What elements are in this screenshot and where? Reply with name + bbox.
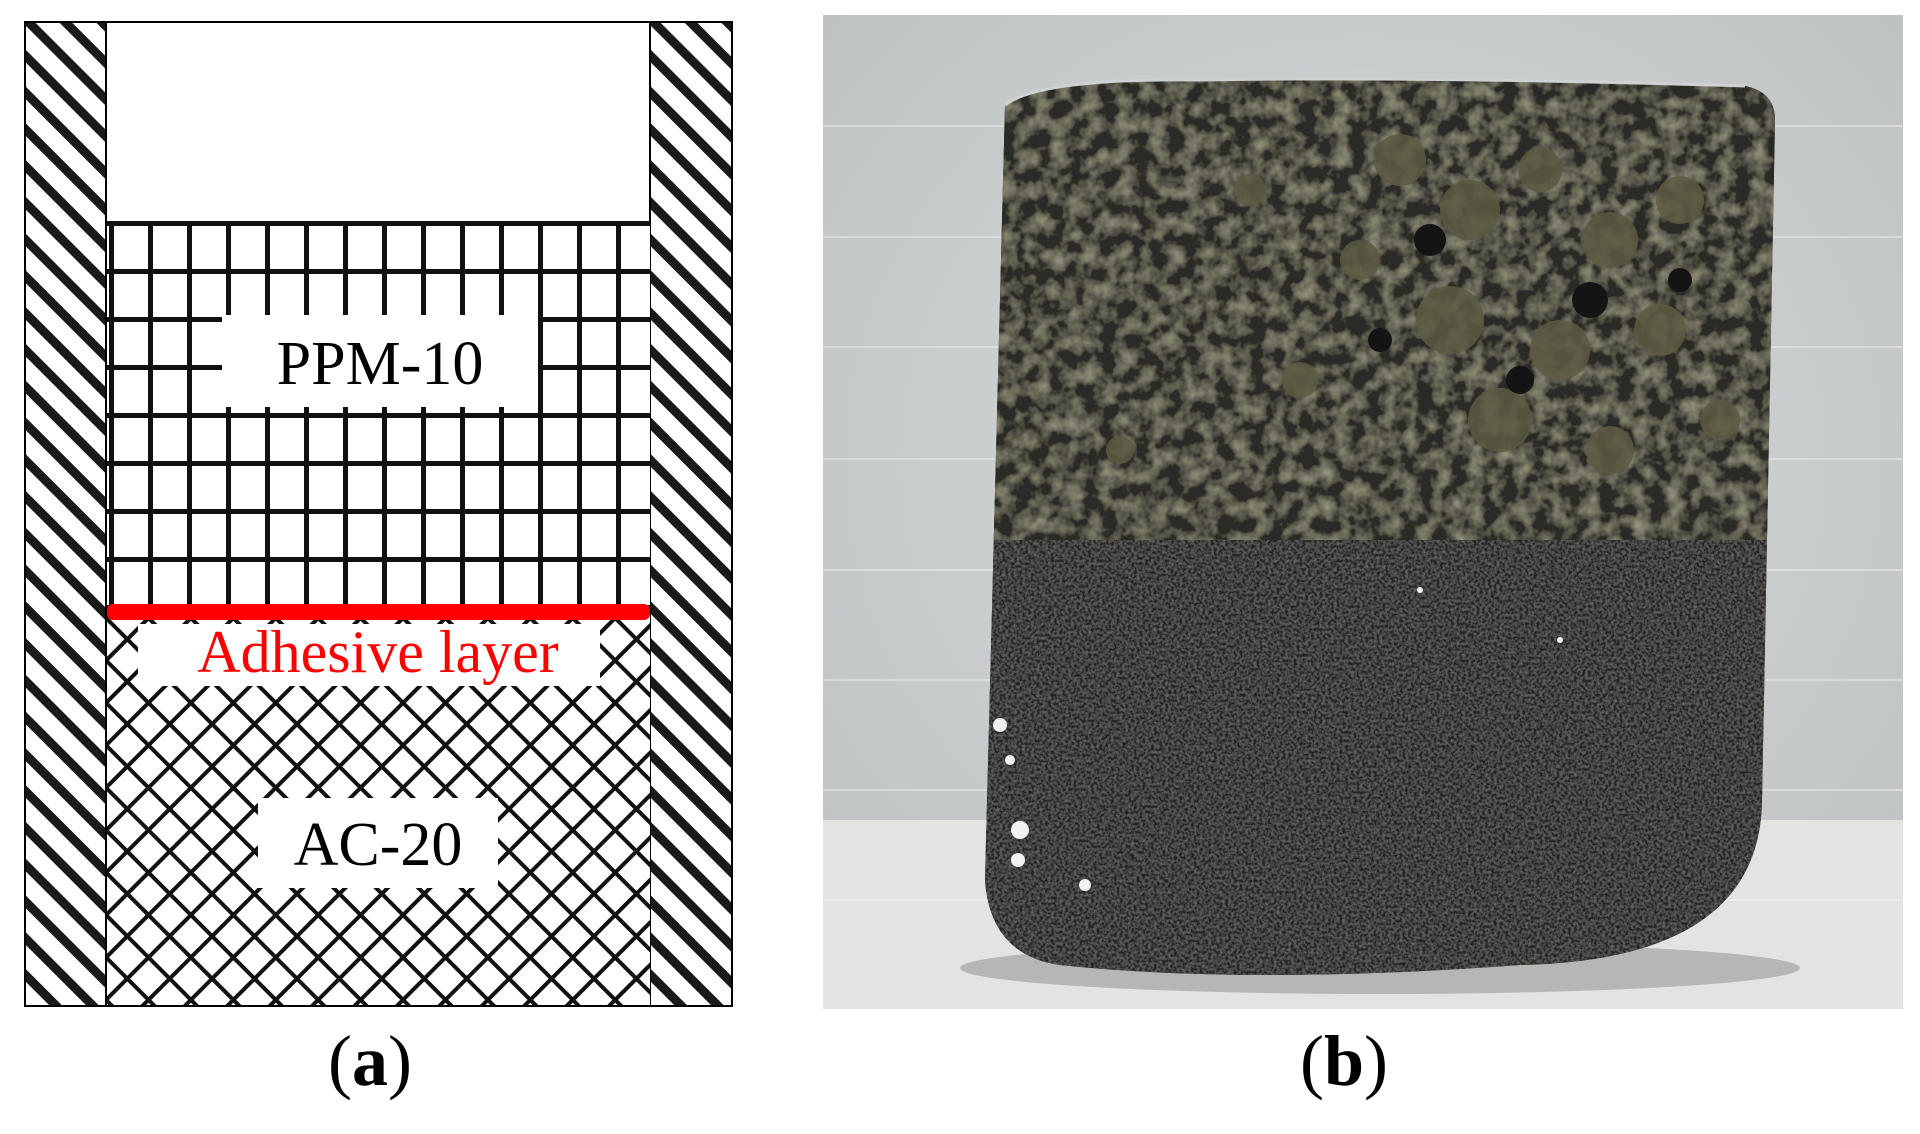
panel-a-caption: (a) [328, 1021, 412, 1101]
panel-b-caption-letter: b [1323, 1021, 1365, 1101]
panel-b-photo [823, 15, 1903, 1009]
adhesive-layer-line [107, 604, 650, 620]
interface-label: Adhesive layer [197, 619, 559, 685]
mould-right-wall [650, 23, 731, 1005]
mould-left-wall [26, 23, 106, 1005]
specimen-cylinder [985, 78, 1775, 976]
bottom-layer-label: AC-20 [294, 811, 463, 879]
top-layer-ppm10 [107, 221, 650, 610]
panel-a-caption-letter: a [351, 1021, 388, 1101]
top-layer-label: PPM-10 [277, 330, 484, 398]
panel-a-diagram: PPM-10 Adhesive layer AC-20 [24, 21, 733, 1007]
panel-b-caption: (b) [1300, 1021, 1389, 1101]
